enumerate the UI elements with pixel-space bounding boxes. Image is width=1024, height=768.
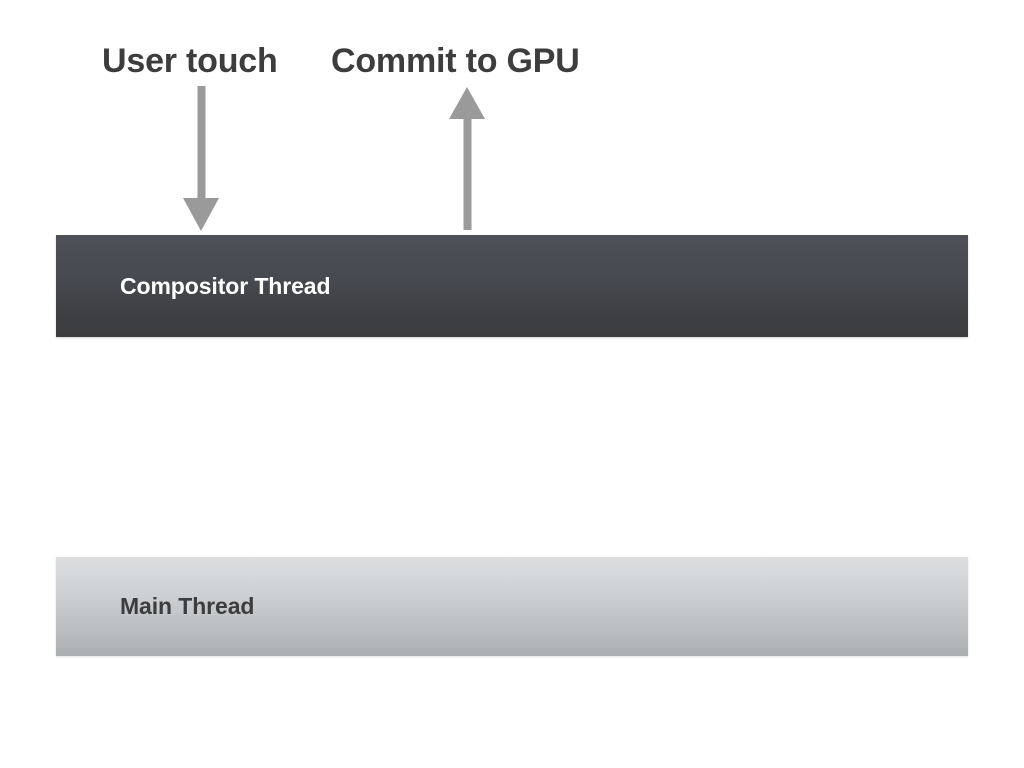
lane-label-compositor-thread: Compositor Thread (120, 272, 331, 299)
lane-label-main-thread: Main Thread (120, 593, 255, 619)
annotation-label-commit-to-gpu: Commit to GPU (331, 42, 580, 80)
lane-compositor-thread: Compositor Thread (56, 235, 968, 337)
lane-main-thread: Main Thread (56, 557, 968, 656)
arrow-down-icon-user-touch (183, 86, 219, 231)
annotation-label-user-touch: User touch (102, 42, 278, 80)
arrow-up-icon-commit-to-gpu (449, 87, 485, 230)
